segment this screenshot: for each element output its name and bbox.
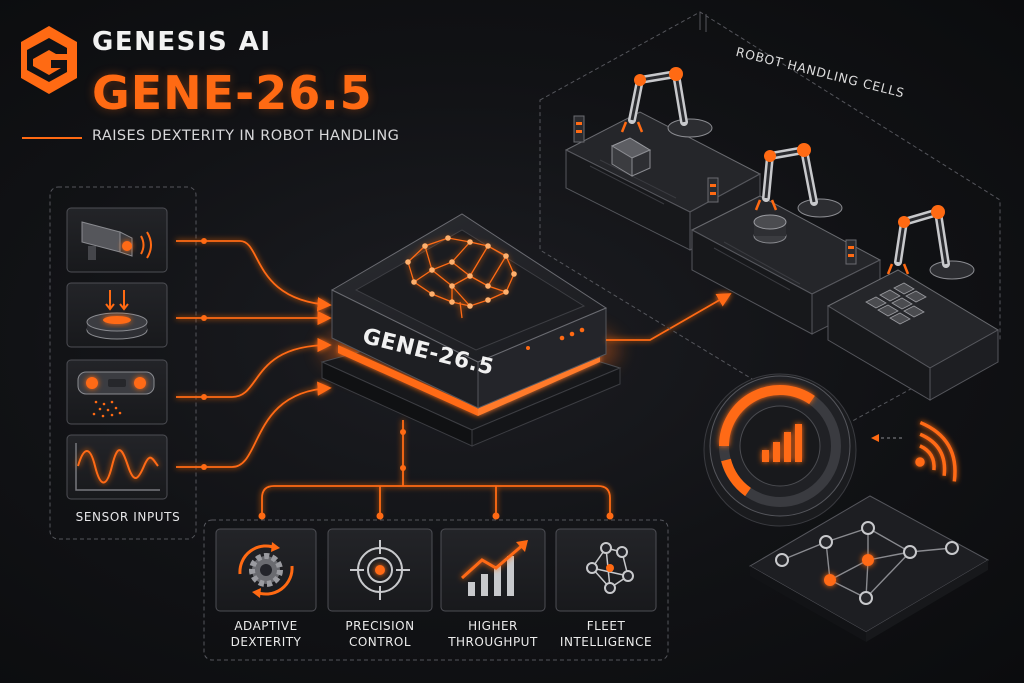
sensor-force-box xyxy=(66,282,168,348)
benefit-higher-throughput: HIGHER THROUGHPUT xyxy=(440,618,546,650)
sensor-connectors xyxy=(176,240,332,468)
benefit-precision-control: PRECISION CONTROL xyxy=(327,618,433,650)
benefit-adaptive-dexterity: ADAPTIVE DEXTERITY xyxy=(213,618,319,650)
benefit-line-2: CONTROL xyxy=(348,635,412,649)
benefit-line-1: ADAPTIVE xyxy=(234,619,298,633)
fleet-network-panel xyxy=(748,495,990,642)
genesis-logo-icon xyxy=(21,26,77,94)
sensor-panel xyxy=(49,186,197,540)
benefit-connector-dots xyxy=(258,429,614,520)
depth-camera-icon xyxy=(77,371,155,418)
brand-name: GENESIS AI xyxy=(92,27,272,57)
target-icon xyxy=(350,540,410,600)
tagline: RAISES DEXTERITY IN ROBOT HANDLING xyxy=(92,128,400,144)
network-icon xyxy=(586,542,634,594)
benefits-panel xyxy=(203,519,669,661)
tagline-accent-line xyxy=(22,137,82,139)
wireless-signal-icon xyxy=(915,420,957,482)
benefit-line-2: DEXTERITY xyxy=(230,635,302,649)
sensor-depth-box xyxy=(66,359,168,425)
connector-dots xyxy=(201,238,207,470)
benefit-line-2: INTELLIGENCE xyxy=(559,635,653,649)
benefit-line-1: PRECISION xyxy=(345,619,415,633)
analytics-gauge xyxy=(703,373,857,527)
robot-cells xyxy=(539,11,1001,431)
sensor-camera-box xyxy=(66,207,168,273)
robot-cell-3 xyxy=(826,205,999,401)
sensor-inputs-caption: SENSOR INPUTS xyxy=(75,510,181,524)
benefit-fleet-intelligence: FLEET INTELLIGENCE xyxy=(553,618,659,650)
product-title: GENE-26.5 xyxy=(92,66,373,120)
sensor-waveform-box xyxy=(66,434,168,500)
benefit-line-2: THROUGHPUT xyxy=(448,635,538,649)
core-chip xyxy=(320,213,622,447)
growth-chart-icon xyxy=(460,540,528,596)
force-sensor-icon xyxy=(86,290,148,340)
gear-cycle-icon xyxy=(238,542,294,598)
benefit-line-1: FLEET xyxy=(586,619,626,633)
waveform-icon xyxy=(75,443,160,491)
bar-chart-icon xyxy=(762,424,802,462)
benefit-connectors xyxy=(261,420,611,516)
camera-icon xyxy=(81,221,152,260)
robot-cell-1 xyxy=(564,67,762,251)
benefit-line-1: HIGHER xyxy=(468,619,518,633)
output-connector xyxy=(606,293,732,341)
